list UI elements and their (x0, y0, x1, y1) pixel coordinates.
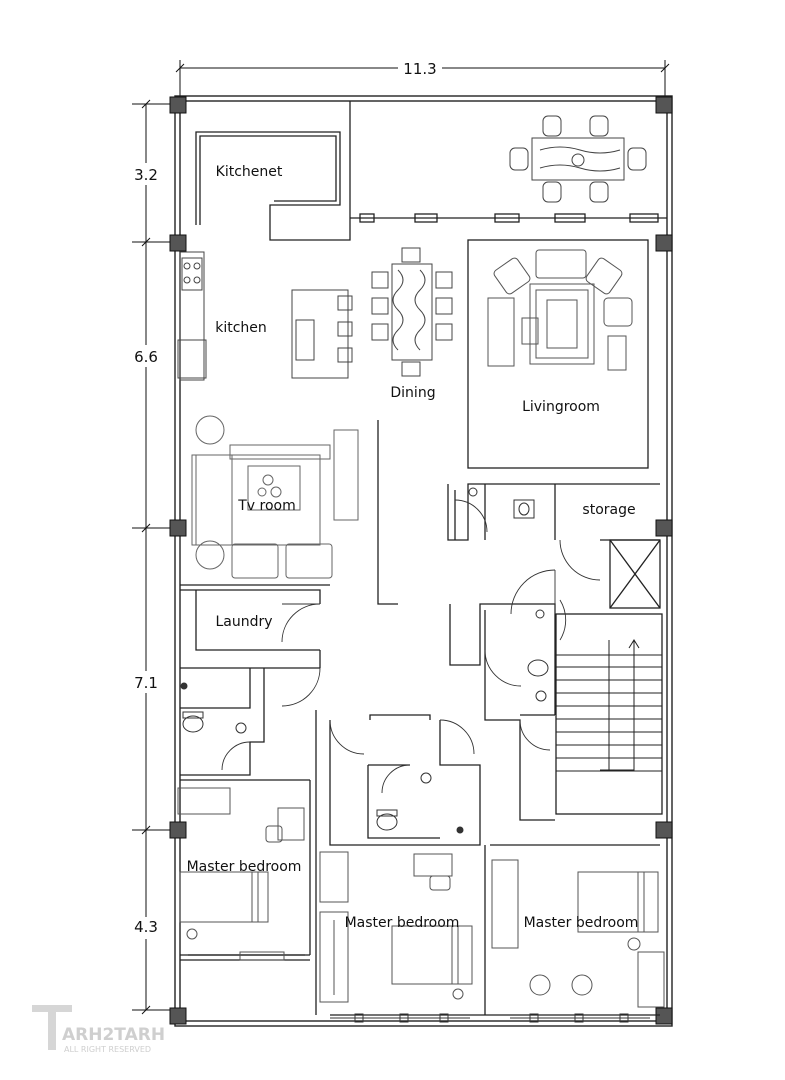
outer-walls (174, 95, 673, 1027)
columns (169, 96, 673, 1025)
room-label-kitchen: kitchen (215, 320, 267, 336)
dimension-width: 11.3 (403, 60, 436, 78)
bottom-windows (330, 1013, 650, 1023)
room-label-master-bedroom-3: Master bedroom (524, 915, 639, 931)
terrace-dining-table (509, 115, 647, 203)
room-label-livingroom: Livingroom (522, 399, 600, 415)
dining-table (371, 247, 453, 377)
room-label-kitchenet: Kitchenet (216, 164, 283, 180)
bedroom-2-furniture (319, 851, 473, 1003)
room-label-dining: Dining (390, 385, 435, 401)
dimension-seg-4: 4.3 (134, 918, 158, 936)
room-label-storage: storage (582, 502, 635, 518)
watermark-rights: ALL RIGHT RESERVED (64, 1045, 151, 1054)
kitchen-counter (177, 251, 353, 381)
dimension-seg-2: 6.6 (134, 348, 158, 366)
dimension-seg-3: 7.1 (134, 674, 158, 692)
bedroom-3-furniture (491, 859, 665, 1008)
tv-room-furniture (191, 415, 359, 579)
room-label-master-bedroom-2: Master bedroom (345, 915, 460, 931)
room-label-laundry: Laundry (215, 614, 272, 630)
bedroom-1-furniture (177, 787, 305, 961)
interior-walls (180, 101, 667, 1016)
watermark-brand: ARH2TARH (62, 1025, 165, 1045)
bathroom-fixtures (180, 487, 549, 834)
dimension-seg-1: 3.2 (134, 166, 158, 184)
watermark-logo: ARH2TARH ALL RIGHT RESERVED (32, 1005, 165, 1054)
room-label-master-bedroom-1: Master bedroom (187, 859, 302, 875)
door-swings (221, 499, 601, 794)
room-label-tv-room: Tv room (237, 498, 296, 514)
staircase (556, 639, 662, 772)
living-room-sofa-set (487, 249, 633, 371)
